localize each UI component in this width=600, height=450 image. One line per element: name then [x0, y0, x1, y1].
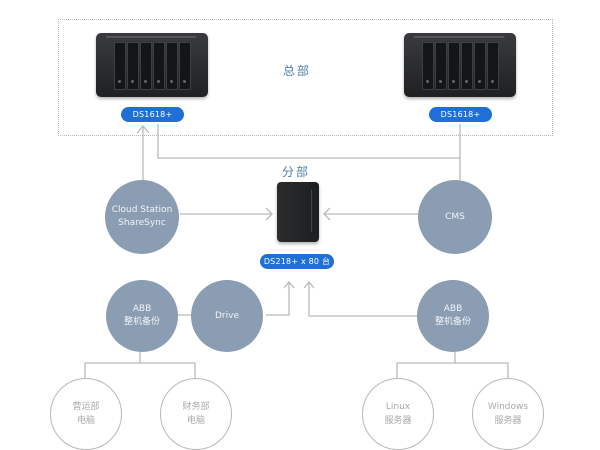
service-label: Drive	[215, 310, 239, 321]
connector-drive-to-branch	[266, 282, 290, 316]
endpoint-label: Windows	[487, 402, 529, 412]
endpoint-linux-server: Linux 服务器	[362, 378, 434, 450]
connector-abb-right-to-branch	[308, 282, 417, 317]
hq-server-right-label: DS1618+	[429, 107, 492, 122]
service-abb-right: ABB 整机备份	[417, 280, 489, 352]
service-label: Cloud Station	[111, 205, 173, 215]
headquarters-title: 总部	[283, 64, 312, 78]
service-label: ABB	[443, 304, 463, 314]
endpoint-windows-server: Windows 服务器	[472, 378, 544, 450]
endpoint-label: 电脑	[76, 416, 95, 426]
endpoint-finance-pc: 财务部 电脑	[160, 378, 232, 450]
nas-ds1618-left-image	[96, 33, 208, 97]
endpoint-label: Linux	[385, 402, 411, 412]
arrowhead	[265, 207, 273, 221]
connector-abb-right-endpoints	[396, 352, 509, 380]
endpoint-label: 服务器	[384, 416, 412, 426]
arrowhead	[323, 207, 331, 221]
endpoint-label: 财务部	[182, 402, 210, 412]
arrowhead	[283, 280, 295, 289]
endpoint-label: 营运部	[72, 402, 100, 412]
service-label: 整机备份	[434, 317, 471, 327]
nas-ds1618-right-image	[404, 33, 516, 97]
headquarters-group	[58, 19, 553, 136]
service-drive: Drive	[191, 280, 263, 352]
service-label: ShareSync	[118, 218, 166, 228]
service-label: 整机备份	[123, 317, 160, 327]
branch-title: 分部	[282, 165, 311, 179]
service-abb-left: ABB 整机备份	[106, 280, 178, 352]
service-cloud-station: Cloud Station ShareSync	[105, 180, 179, 254]
connector-hq-bus	[157, 124, 461, 159]
branch-server-label: DS218+ x 80 台	[260, 254, 334, 269]
service-label: ABB	[132, 304, 152, 314]
endpoint-label: 电脑	[186, 416, 205, 426]
arrowhead	[303, 280, 315, 289]
service-label: CMS	[445, 211, 465, 222]
hq-server-left-label: DS1618+	[121, 107, 184, 122]
nas-ds218-image	[277, 182, 319, 242]
endpoint-operations-pc: 营运部 电脑	[50, 378, 122, 450]
connector-abb-left-endpoints	[84, 352, 196, 380]
service-cms: CMS	[418, 180, 492, 254]
endpoint-label: 服务器	[494, 416, 522, 426]
arrowhead	[136, 125, 150, 134]
